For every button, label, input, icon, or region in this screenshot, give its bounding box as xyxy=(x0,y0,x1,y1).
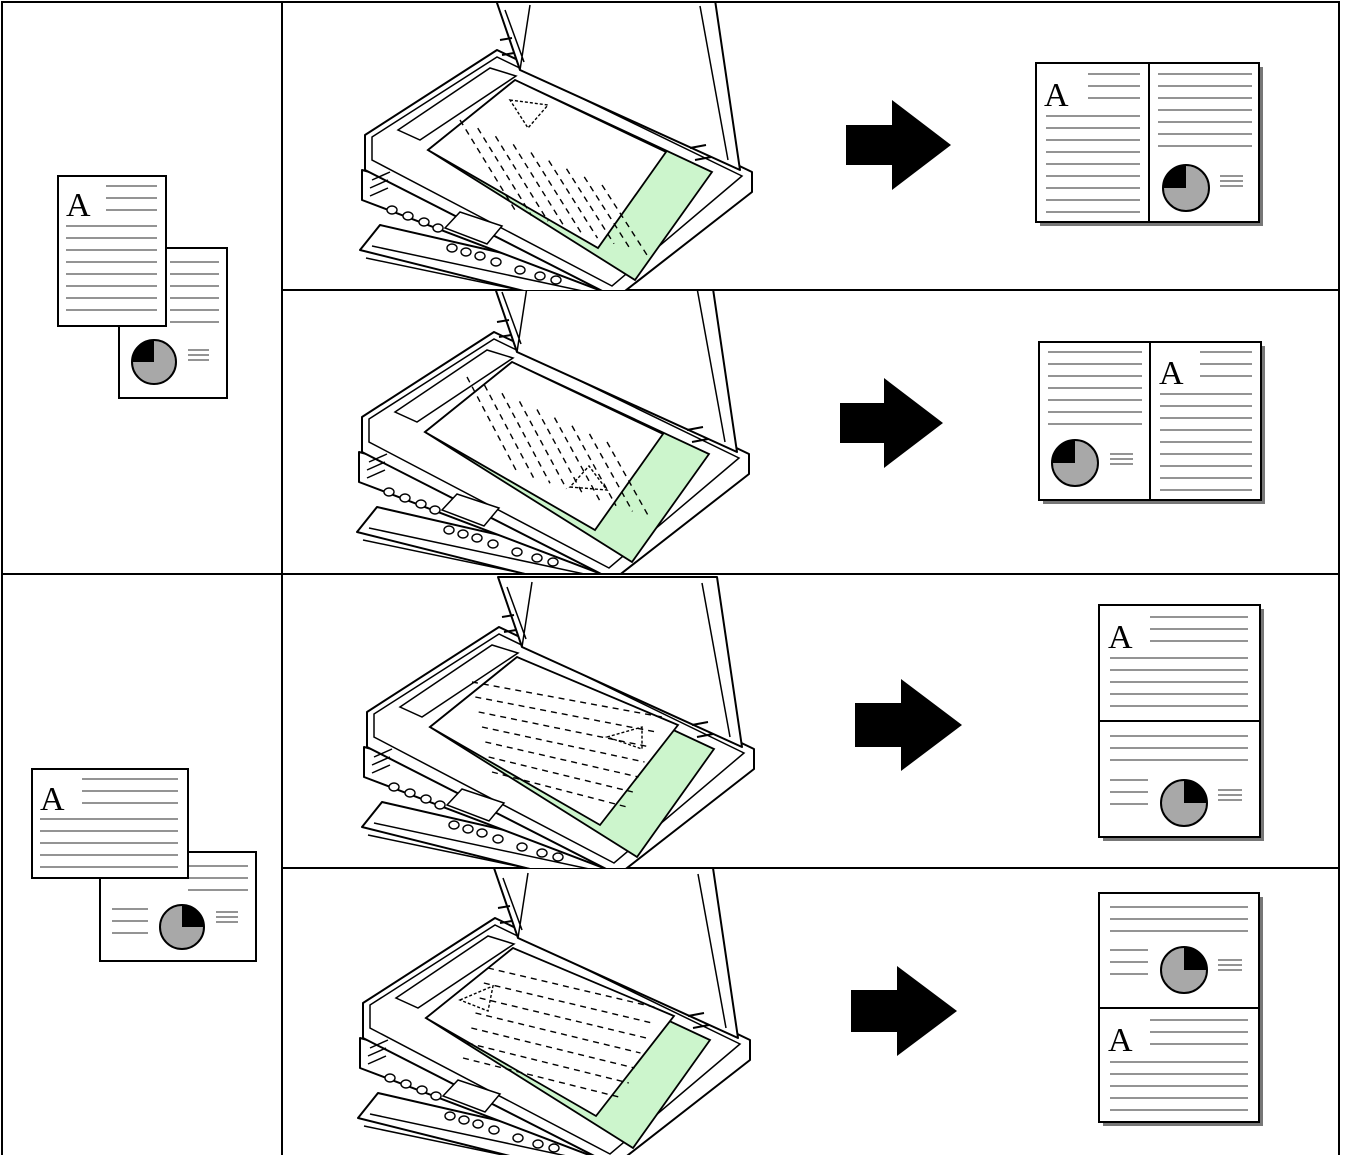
pie-chart-icon xyxy=(1051,439,1099,487)
pie-chart-icon xyxy=(1160,779,1208,827)
result-sheet-side-by-side-right: A xyxy=(1038,341,1265,504)
right-arrow-icon xyxy=(840,378,943,468)
right-arrow-icon xyxy=(846,100,951,190)
scanner-icon xyxy=(361,576,755,868)
pie-chart-icon xyxy=(159,904,205,950)
right-arrow-icon xyxy=(851,966,957,1056)
scanner-icon xyxy=(356,291,750,573)
scanner-icon xyxy=(359,3,753,290)
source-docs-landscape: A xyxy=(31,768,257,962)
page-letter: A xyxy=(1044,77,1069,114)
right-arrow-icon xyxy=(855,679,962,771)
pie-chart-icon xyxy=(1162,164,1210,212)
pie-chart-icon xyxy=(1160,946,1208,994)
pie-chart-icon xyxy=(131,339,177,385)
result-sheet-stacked-bottom: A xyxy=(1098,892,1263,1126)
result-sheet-stacked-top: A xyxy=(1098,604,1264,841)
page-letter: A xyxy=(1159,355,1184,392)
result-sheet-side-by-side-left: A xyxy=(1035,62,1263,226)
page-letter: A xyxy=(1108,1022,1133,1059)
page-letter: A xyxy=(40,781,65,818)
source-page-1: A xyxy=(57,175,167,327)
source-page-1: A xyxy=(31,768,189,879)
page-letter: A xyxy=(66,187,91,224)
source-docs-portrait: A xyxy=(57,175,228,399)
page-letter: A xyxy=(1108,619,1133,656)
scanner-icon xyxy=(357,869,751,1155)
